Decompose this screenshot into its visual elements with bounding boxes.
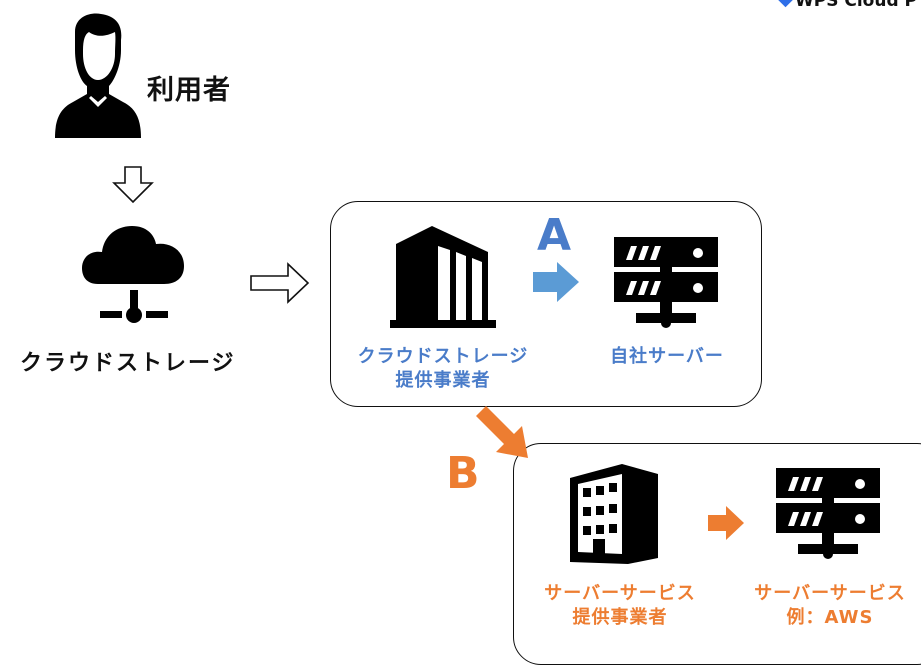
path-a-server-label: 自社サーバー — [610, 346, 724, 367]
path-b-provider-label: サーバーサービス 提供事業者 — [530, 582, 710, 630]
path-a-letter: A — [537, 210, 572, 261]
office-building-icon — [570, 464, 658, 564]
server-rack-icon — [614, 237, 718, 328]
path-a-provider-line1: クラウドストレージ — [357, 346, 529, 367]
right-arrow-icon — [250, 262, 310, 304]
path-a-provider-label: クラウドストレージ 提供事業者 — [348, 345, 538, 393]
path-b-server-line1: サーバーサービス — [754, 583, 906, 604]
logo-text: WPS Cloud P — [795, 0, 918, 11]
path-a-arrow-icon — [533, 262, 579, 302]
path-b-server-label: サーバーサービス 例：AWS — [740, 582, 920, 630]
businessman-icon — [55, 13, 141, 138]
cloud-network-icon — [82, 226, 184, 323]
path-b-inner-arrow-icon — [708, 506, 744, 540]
office-tower-icon — [390, 226, 496, 328]
path-b-letter: B — [446, 448, 480, 499]
brand-logo: WPS Cloud P — [777, 0, 918, 11]
user-label: 利用者 — [147, 75, 231, 106]
server-rack-icon — [776, 468, 880, 559]
path-b-provider-line1: サーバーサービス — [544, 583, 696, 604]
down-arrow-icon — [112, 166, 154, 204]
path-b-provider-line2: 提供事業者 — [572, 607, 668, 628]
path-b-server-line2: 例：AWS — [786, 607, 874, 628]
path-a-provider-line2: 提供事業者 — [395, 370, 491, 391]
path-b-arrow-icon — [476, 406, 528, 458]
cloud-storage-label: クラウドストレージ — [20, 351, 236, 376]
logo-mark-icon — [777, 0, 794, 7]
